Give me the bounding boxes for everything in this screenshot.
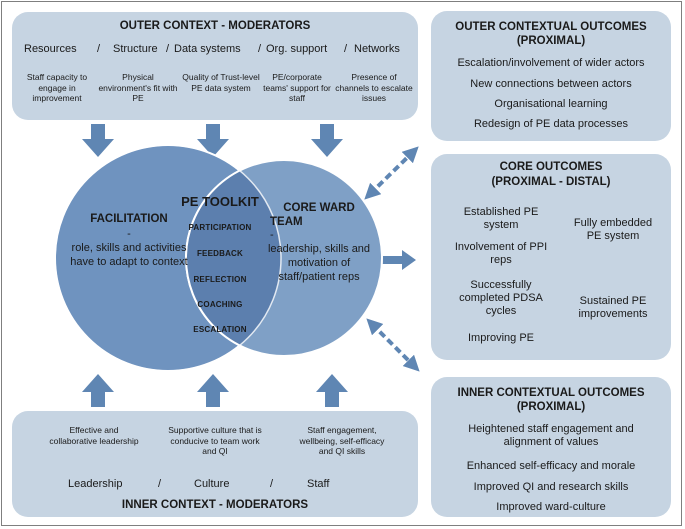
toolkit-item: COACHING xyxy=(197,300,243,309)
core-team-title: CORE WARD xyxy=(283,202,355,214)
separator: / xyxy=(97,43,101,55)
toolkit-title: PE TOOLKIT xyxy=(181,194,259,209)
separator: / xyxy=(258,43,262,55)
toolkit-item: FEEDBACK xyxy=(196,249,244,258)
inner-outcome-item: Improved ward-culture xyxy=(496,501,606,513)
outer-context-title: OUTER CONTEXT - MODERATORS xyxy=(119,20,311,32)
inner-item: Effective and collaborative leadership xyxy=(49,425,139,446)
up-arrow-icon xyxy=(82,374,114,407)
inner-context-panel: Effective and collaborative leadership S… xyxy=(12,411,418,517)
down-arrow-icon xyxy=(311,124,343,157)
outer-outcomes-subtitle: (PROXIMAL) xyxy=(516,35,586,47)
core-team-label: CORE WARD TEAM - leadership, skills and … xyxy=(260,201,378,284)
facilitation-circle-outline xyxy=(54,144,282,372)
core-outcomes-subtitle: (PROXIMAL - DISTAL) xyxy=(491,176,611,188)
outer-category: Resources xyxy=(24,43,77,55)
outer-outcomes-title: OUTER CONTEXTUAL OUTCOMES xyxy=(455,21,647,33)
down-arrow-icon xyxy=(197,124,229,157)
core-outcome-item: Fully embedded PE system xyxy=(573,217,653,242)
overlap-region xyxy=(185,159,281,357)
inner-outcome-item: Heightened staff engagement and alignmen… xyxy=(468,423,634,448)
core-outcomes-title: CORE OUTCOMES xyxy=(499,161,603,173)
outer-outcome-item: Escalation/involvement of wider actors xyxy=(457,57,645,69)
inner-outcome-item: Improved QI and research skills xyxy=(473,481,629,493)
outer-context-panel: OUTER CONTEXT - MODERATORS Resources / S… xyxy=(12,12,418,120)
outer-category: Networks xyxy=(354,43,400,55)
inner-outcome-item: Enhanced self-efficacy and morale xyxy=(466,460,636,472)
core-outcomes-panel: CORE OUTCOMES (PROXIMAL - DISTAL) Establ… xyxy=(431,154,671,360)
down-arrow-icon xyxy=(82,124,114,157)
separator: / xyxy=(158,478,162,490)
toolkit-item: PARTICIPATION xyxy=(188,223,252,232)
facilitation-dash: - xyxy=(127,228,131,240)
outer-item: PE/corporate teams' support for staff xyxy=(263,72,331,103)
inner-outcomes-panel: INNER CONTEXTUAL OUTCOMES (PROXIMAL) Hei… xyxy=(431,377,671,517)
inner-item: Supportive culture that is conducive to … xyxy=(168,425,262,456)
inner-outcomes-title: INNER CONTEXTUAL OUTCOMES xyxy=(457,387,645,399)
separator: / xyxy=(166,43,170,55)
core-outcome-item: Involvement of PPI reps xyxy=(454,241,548,266)
outer-category: Org. support xyxy=(266,43,328,55)
core-outcome-item: Established PE system xyxy=(463,206,539,231)
inner-outcomes-subtitle: (PROXIMAL) xyxy=(516,401,586,413)
outer-outcome-item: Organisational learning xyxy=(494,98,608,110)
outer-outcome-item: New connections between actors xyxy=(470,78,632,90)
inner-category: Leadership xyxy=(68,478,123,490)
core-outcome-item: Sustained PE improvements xyxy=(578,295,648,320)
toolkit-item: REFLECTION xyxy=(193,275,247,284)
core-team-dash: - xyxy=(270,229,274,241)
core-team-text: leadership, skills and motivation of sta… xyxy=(267,243,371,283)
up-arrow-icon xyxy=(316,374,348,407)
outer-item: Physical environment's fit with PE xyxy=(98,72,178,103)
facilitation-title: FACILITATION xyxy=(90,213,168,225)
outer-outcome-item: Redesign of PE data processes xyxy=(473,118,629,130)
inner-category: Culture xyxy=(194,478,230,490)
facilitation-text: role, skills and activities have to adap… xyxy=(70,242,188,268)
up-arrow-icon xyxy=(197,374,229,407)
outer-item: Presence of channels to escalate issues xyxy=(335,72,413,103)
dashed-double-arrow-icon xyxy=(364,146,419,200)
outer-outcomes-panel: OUTER CONTEXTUAL OUTCOMES (PROXIMAL) Esc… xyxy=(431,11,671,141)
separator: / xyxy=(270,478,274,490)
toolkit-item: ESCALATION xyxy=(193,325,247,334)
inner-item: Staff engagement, wellbeing, self-effica… xyxy=(299,425,385,456)
core-outcome-item: Improving PE xyxy=(467,332,535,344)
outer-category: Structure xyxy=(113,43,158,55)
inner-category: Staff xyxy=(307,478,330,490)
dashed-double-arrow-icon xyxy=(366,318,420,372)
core-outcome-item: Successfully completed PDSA cycles xyxy=(459,279,543,317)
outer-item: Quality of Trust-level PE data system xyxy=(182,72,260,93)
separator: / xyxy=(344,43,348,55)
right-arrow-icon xyxy=(382,250,416,270)
inner-context-title: INNER CONTEXT - MODERATORS xyxy=(121,499,309,511)
outer-item: Staff capacity to engage in improvement xyxy=(26,72,88,103)
outer-category: Data systems xyxy=(174,43,241,55)
core-team-title-2: TEAM xyxy=(270,216,303,228)
facilitation-label: FACILITATION - role, skills and activiti… xyxy=(70,212,188,269)
